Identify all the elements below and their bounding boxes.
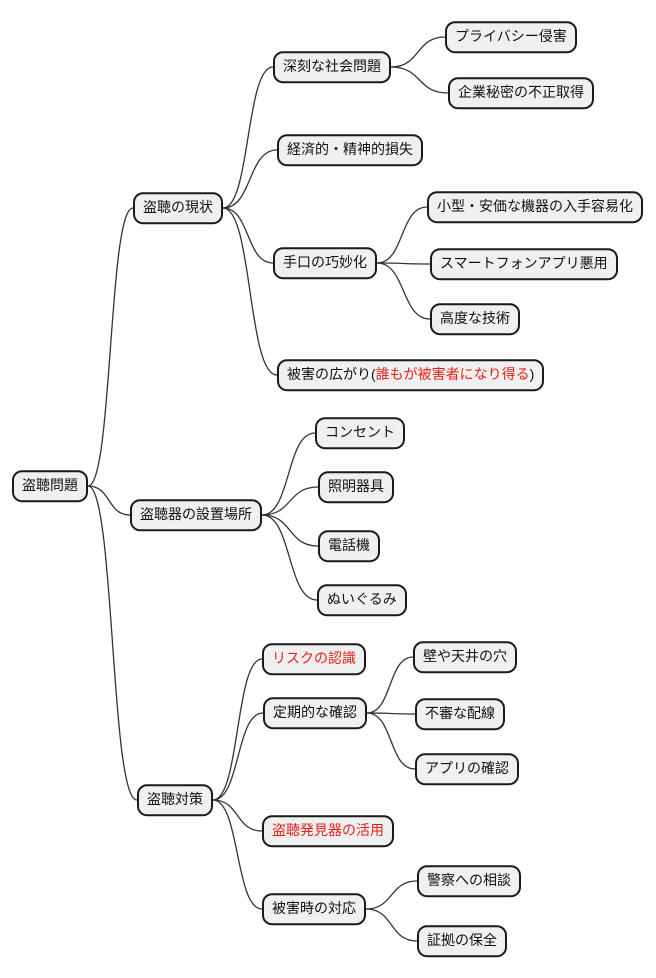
connector-genjou-higai-hirogari <box>222 207 278 376</box>
mindmap-node-hakkenki-katsuyou[interactable]: 盗聴発見器の活用 <box>262 815 394 847</box>
node-label-part: 深刻な社会問題 <box>283 58 381 75</box>
node-label-part: ぬいぐるみ <box>327 591 397 608</box>
connector-teguchi-koumyouka-sumaho-apuri <box>376 262 431 265</box>
node-label-part: 企業秘密の不正取得 <box>458 84 584 101</box>
mindmap-node-taisaku[interactable]: 盗聴対策 <box>137 784 213 816</box>
mindmap-node-setchi-basho[interactable]: 盗聴器の設置場所 <box>130 499 262 531</box>
mindmap-node-shoumei-kigu[interactable]: 照明器具 <box>318 471 394 503</box>
mindmap-node-teikiteki-kakunin[interactable]: 定期的な確認 <box>263 697 367 729</box>
mindmap-node-koudo-gijutsu[interactable]: 高度な技術 <box>430 303 520 335</box>
connector-teikiteki-kakunin-apuri-kakunin <box>366 712 416 770</box>
mindmap-node-root[interactable]: 盗聴問題 <box>12 470 88 502</box>
connector-teikiteki-kakunin-fushin-haisen <box>366 712 416 715</box>
mindmap-node-keizai-sonshitsu[interactable]: 経済的・精神的損失 <box>277 134 423 166</box>
connector-setchi-basho-nuigurumi <box>261 514 318 601</box>
mindmap-node-konsento[interactable]: コンセント <box>315 417 405 449</box>
mindmap-node-nuigurumi[interactable]: ぬいぐるみ <box>317 584 407 616</box>
connector-setchi-basho-shoumei-kigu <box>261 486 319 516</box>
connector-higaiji-taiou-keisatsu-soudan <box>365 880 418 910</box>
mindmap-node-sumaho-apuri[interactable]: スマートフォンアプリ悪用 <box>430 248 618 280</box>
mindmap-node-teguchi-koumyouka[interactable]: 手口の巧妙化 <box>273 247 377 279</box>
node-label-part: 盗聴器の設置場所 <box>140 506 252 523</box>
connector-root-genjou <box>87 207 134 487</box>
mindmap-node-kigyou-himitsu[interactable]: 企業秘密の不正取得 <box>448 77 594 109</box>
mindmap-node-shouko-hozen[interactable]: 証拠の保全 <box>417 925 507 957</box>
node-label-part: 被害の広がり( <box>287 366 376 383</box>
node-label-part: 被害時の対応 <box>272 900 356 917</box>
connector-setchi-basho-denwaki <box>261 514 319 547</box>
mindmap-node-kogata-kiki[interactable]: 小型・安価な機器の入手容易化 <box>427 191 643 223</box>
connector-teikiteki-kakunin-kabe-tenjou-ana <box>366 656 414 714</box>
node-label-part: スマートフォンアプリ悪用 <box>440 255 608 272</box>
mindmap-node-risuku-ninshiki[interactable]: リスクの認識 <box>262 643 366 675</box>
connector-genjou-teguchi-koumyouka <box>222 207 274 264</box>
node-label-part: 盗聴問題 <box>22 477 78 494</box>
connector-taisaku-hakkenki-katsuyou <box>212 799 263 832</box>
node-label-part: 電話機 <box>328 537 370 554</box>
connector-higaiji-taiou-shouko-hozen <box>365 908 418 942</box>
mindmap-node-keisatsu-soudan[interactable]: 警察への相談 <box>417 865 521 897</box>
mindmap-node-apuri-kakunin[interactable]: アプリの確認 <box>415 753 519 785</box>
mindmap-node-shakai-mondai[interactable]: 深刻な社会問題 <box>273 51 391 83</box>
mindmap-node-fushin-haisen[interactable]: 不審な配線 <box>415 698 505 730</box>
node-label-part: アプリの確認 <box>425 760 509 777</box>
connector-setchi-basho-konsento <box>261 432 316 516</box>
node-label-part: ) <box>529 366 535 383</box>
mindmap-node-higaiji-taiou[interactable]: 被害時の対応 <box>262 893 366 925</box>
node-label-part: 警察への相談 <box>427 872 511 889</box>
node-label-part: 高度な技術 <box>440 310 510 327</box>
mindmap-node-denwaki[interactable]: 電話機 <box>318 530 380 562</box>
connector-root-taisaku <box>87 485 138 801</box>
connector-teguchi-koumyouka-koudo-gijutsu <box>376 262 431 320</box>
node-label-part: 定期的な確認 <box>273 704 357 721</box>
node-label-part: 壁や天井の穴 <box>423 648 507 665</box>
node-label-part: リスクの認識 <box>272 650 356 667</box>
connector-shakai-mondai-kigyou-himitsu <box>390 66 449 94</box>
node-label-part: 盗聴の現状 <box>143 199 213 216</box>
node-label-part: 経済的・精神的損失 <box>287 141 413 158</box>
mindmap-node-kabe-tenjou-ana[interactable]: 壁や天井の穴 <box>413 641 517 673</box>
node-label-part: 誰もが被害者になり得る <box>375 366 530 383</box>
connector-genjou-shakai-mondai <box>222 66 274 209</box>
connector-taisaku-risuku-ninshiki <box>212 658 263 801</box>
mindmap-node-privacy-shingai[interactable]: プライバシー侵害 <box>445 21 577 53</box>
node-label-part: 不審な配線 <box>425 705 495 722</box>
node-label-part: プライバシー侵害 <box>455 28 567 45</box>
mindmap-node-genjou[interactable]: 盗聴の現状 <box>133 192 223 224</box>
node-label-part: 盗聴対策 <box>147 791 203 808</box>
node-label-part: 手口の巧妙化 <box>283 254 367 271</box>
connector-teguchi-koumyouka-kogata-kiki <box>376 206 428 264</box>
connector-root-setchi-basho <box>87 485 131 516</box>
node-label-part: 盗聴発見器の活用 <box>272 822 384 839</box>
connector-genjou-keizai-sonshitsu <box>222 149 278 209</box>
connector-taisaku-higaiji-taiou <box>212 799 263 910</box>
mindmap-node-higai-hirogari[interactable]: 被害の広がり(誰もが被害者になり得る) <box>277 359 545 391</box>
connector-taisaku-teikiteki-kakunin <box>212 712 264 801</box>
node-label-part: 小型・安価な機器の入手容易化 <box>437 198 633 215</box>
node-label-part: コンセント <box>325 424 395 441</box>
node-label-part: 証拠の保全 <box>427 932 497 949</box>
connector-shakai-mondai-privacy-shingai <box>390 36 446 68</box>
node-label-part: 照明器具 <box>328 478 384 495</box>
